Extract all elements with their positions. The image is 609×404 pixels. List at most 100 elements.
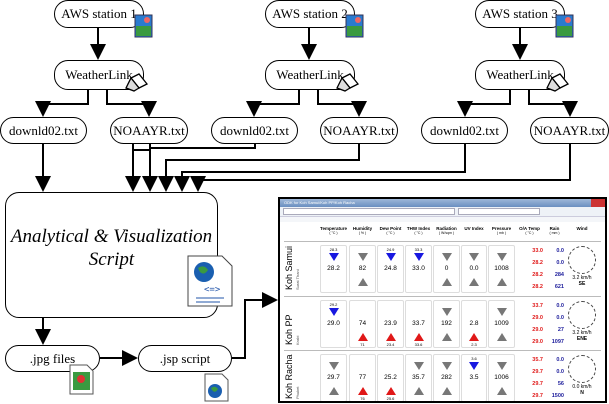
trend-down-icon — [469, 253, 479, 261]
station-icons — [125, 14, 574, 92]
column-header: Humidity( % ) — [348, 226, 377, 235]
noaayr-file-2: NOAAYR.txt — [320, 117, 398, 144]
reading-cell: 3.6 3.5 — [461, 354, 487, 401]
current-value: 29.0 — [327, 320, 340, 327]
reading-cell: 28.3 28.2 — [320, 245, 347, 293]
min-value: 23.4 — [386, 342, 395, 347]
downld02-file-1: downld02.txt — [0, 117, 87, 144]
trend-up-icon — [469, 278, 479, 286]
station-name: Koh Racha — [284, 354, 294, 399]
rain-value: 1097 — [551, 339, 564, 345]
laptop-icon — [125, 73, 570, 92]
station-name: Koh PP — [284, 314, 294, 345]
reading-cell: 192 — [433, 300, 460, 348]
trend-down-icon — [496, 362, 507, 370]
current-value: 82 — [358, 265, 367, 272]
oa-temp-value: 29.0 — [532, 339, 543, 345]
reading-cell: 82 — [349, 245, 376, 293]
oa-temp-value: 28.2 — [532, 284, 543, 290]
trend-up-icon — [441, 333, 452, 341]
rain-value: 56 — [557, 381, 564, 387]
oa-temp-value: 29.7 — [532, 393, 543, 399]
reading-cell: 1009 — [488, 300, 515, 348]
image-file-icon — [69, 364, 94, 395]
analytical-visualization-script: Analytical & Visualization Script — [5, 192, 218, 318]
trend-up-icon — [385, 387, 396, 395]
oa-temp-value: 29.7 — [532, 369, 543, 375]
header-unit: ( °C ) — [525, 231, 534, 235]
header-title: Dew Point — [379, 226, 402, 231]
current-value: 33.0 — [412, 265, 425, 272]
column-header: Temperature( °C ) — [319, 226, 348, 235]
current-value: 33.7 — [412, 320, 425, 327]
wind-speed: 3.2 km/h — [572, 275, 592, 281]
wind-speed: 3.2 km/h — [572, 330, 592, 336]
reading-cell: 2.8 2.3 — [461, 300, 487, 348]
trend-down-icon — [357, 253, 368, 261]
header-title: Humidity — [352, 226, 373, 231]
reading-cell: 33.7 33.6 — [405, 300, 432, 348]
reading-cell: 23.9 23.4 — [377, 300, 404, 348]
column-header: THW Index( °C ) — [404, 226, 433, 235]
compass-icon — [568, 355, 596, 383]
aws-station-2: AWS station 2 — [265, 0, 355, 28]
table-header: Temperature( °C )Humidity( % )Dew Point(… — [280, 223, 605, 241]
header-title: Temperature — [320, 226, 347, 231]
trend-up-icon — [413, 333, 424, 341]
current-value: 24.8 — [384, 265, 397, 272]
trend-up-icon — [496, 278, 507, 286]
reading-cell: 0 — [433, 245, 460, 293]
trend-down-icon — [469, 362, 479, 370]
script-title-line2: Script — [88, 249, 135, 270]
rain-value: 284 — [554, 272, 564, 278]
header-unit: ( °C ) — [329, 231, 338, 235]
header-unit: ( mb ) — [496, 231, 507, 235]
current-value: 1008 — [494, 265, 509, 272]
current-value: 1006 — [494, 374, 509, 381]
jsp-script: .jsp script — [138, 345, 232, 372]
trend-up-icon — [441, 278, 452, 286]
reading-cell: 25.2 25.6 — [377, 354, 404, 401]
station-name: Koh Samui — [284, 245, 294, 290]
trend-up-icon — [496, 333, 507, 341]
trend-down-icon — [328, 253, 339, 261]
max-value: 24.9 — [386, 247, 395, 252]
trend-up-icon — [469, 333, 479, 341]
window-title: ODK for Koh Samui/Koh PP/Koh Racha — [284, 200, 355, 205]
header-title: THW Index — [406, 226, 431, 231]
downld02-file-3: downld02.txt — [421, 117, 508, 144]
min-value: 2.3 — [471, 342, 477, 347]
script-document-icon: <=> — [187, 255, 233, 307]
oa-temp-value: 33.0 — [532, 248, 543, 254]
rain-value: 27 — [557, 327, 564, 333]
min-value: 33.6 — [414, 342, 423, 347]
current-value: 282 — [441, 374, 452, 381]
current-value: 23.9 — [384, 320, 397, 327]
reading-cell: 24.9 24.8 — [377, 245, 404, 293]
wind-direction: SE — [578, 281, 586, 287]
script-title-line1: Analytical & Visualization — [10, 226, 213, 247]
oa-temp-value: 28.2 — [532, 260, 543, 266]
reading-cell: 1006 — [488, 354, 515, 401]
window-title-bar: ODK for Koh Samui/Koh PP/Koh Racha — [280, 199, 605, 207]
search-box — [458, 208, 540, 215]
max-value: 3.6 — [471, 356, 477, 361]
current-value: 28.2 — [327, 265, 340, 272]
trend-down-icon — [496, 253, 507, 261]
current-value: 192 — [441, 320, 452, 327]
trend-down-icon — [441, 362, 452, 370]
rain-value: 1500 — [551, 393, 564, 399]
reading-cell: 33.3 33.0 — [405, 245, 432, 293]
header-title: UV Index — [464, 226, 484, 231]
